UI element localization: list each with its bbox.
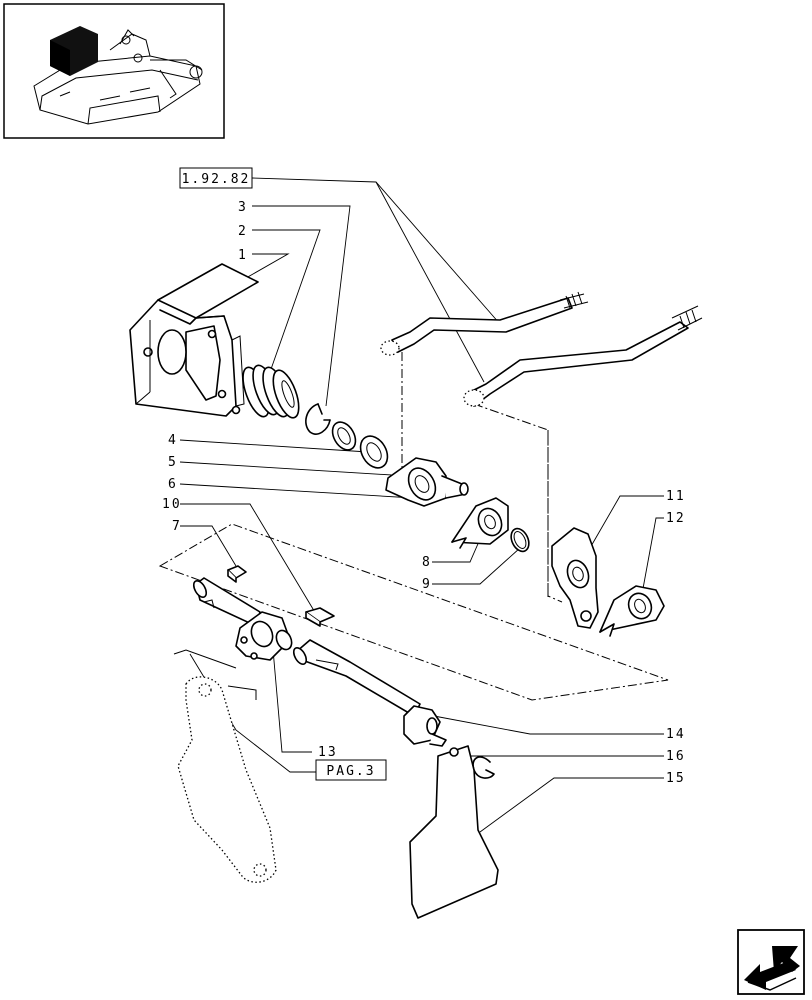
assembly-thumbnail bbox=[3, 3, 225, 139]
shaft-assembly[interactable] bbox=[191, 577, 447, 747]
page-reference-label: PAG.3 bbox=[326, 764, 375, 779]
part-11-lever[interactable] bbox=[551, 527, 599, 629]
callout-9: 9 bbox=[422, 577, 432, 592]
callout-13: 13 bbox=[318, 745, 338, 760]
callout-labels: 3 2 1 4 5 6 10 7 8 9 11 12 13 14 16 15 bbox=[162, 200, 686, 786]
callout-4: 4 bbox=[168, 433, 178, 448]
part-3-circlip[interactable] bbox=[305, 403, 331, 435]
callout-16: 16 bbox=[666, 749, 686, 764]
part-9-ring[interactable] bbox=[508, 526, 533, 555]
next-page-arrow-icon bbox=[744, 946, 800, 991]
part-1-bracket[interactable] bbox=[129, 263, 259, 417]
callout-11: 11 bbox=[666, 489, 686, 504]
part-12-cam-plate[interactable] bbox=[599, 585, 665, 637]
group-reference-label: 1.92.82 bbox=[182, 172, 251, 187]
callout-5: 5 bbox=[168, 455, 178, 470]
control-rod-lower[interactable] bbox=[463, 305, 703, 407]
part-6-lever-hub[interactable] bbox=[385, 457, 469, 507]
tractor-lift-assembly-thumbnail-icon bbox=[33, 26, 203, 125]
part-16-clip[interactable] bbox=[472, 756, 495, 779]
part-10-key[interactable] bbox=[305, 607, 335, 627]
assembly-boundary bbox=[158, 352, 669, 701]
next-page-arrow-button[interactable] bbox=[737, 929, 805, 995]
part-15-handle-plate[interactable] bbox=[409, 745, 499, 919]
phantom-lift-arm bbox=[173, 649, 277, 883]
part-7-key[interactable] bbox=[227, 565, 247, 583]
part-4-washer[interactable] bbox=[328, 418, 360, 454]
callout-7: 7 bbox=[172, 519, 182, 534]
part-5-washer[interactable] bbox=[355, 431, 393, 472]
callout-8: 8 bbox=[422, 555, 432, 570]
group-reference-box[interactable]: 1.92.82 bbox=[179, 167, 253, 189]
part-2-spring[interactable] bbox=[238, 362, 304, 421]
callout-3: 3 bbox=[238, 200, 248, 215]
part-8-cam-plate[interactable] bbox=[451, 497, 509, 549]
callout-15: 15 bbox=[666, 771, 686, 786]
callout-12: 12 bbox=[666, 511, 686, 526]
page-reference-box[interactable]: PAG.3 bbox=[315, 759, 387, 781]
callout-6: 6 bbox=[168, 477, 178, 492]
callout-10: 10 bbox=[162, 497, 182, 512]
callout-14: 14 bbox=[666, 727, 686, 742]
control-rod-upper[interactable] bbox=[380, 291, 589, 356]
callout-1: 1 bbox=[238, 248, 248, 263]
callout-2: 2 bbox=[238, 224, 248, 239]
